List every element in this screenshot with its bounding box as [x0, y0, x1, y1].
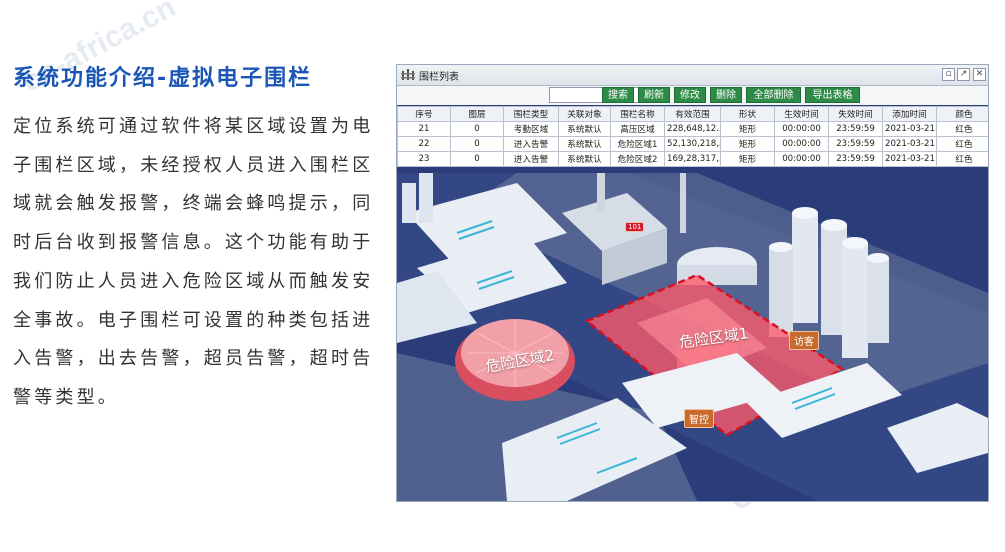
table-cell: 23:59:59	[828, 121, 883, 137]
delete-all-button[interactable]: 全部删除	[746, 87, 801, 103]
table-cell: 0	[450, 136, 504, 152]
section-heading: 系统功能介绍-虚拟电子围栏	[13, 66, 313, 91]
col-header[interactable]: 形状	[720, 106, 775, 122]
table-cell: 228,648,12...	[664, 121, 721, 137]
table-cell: 系统默认	[558, 121, 611, 137]
table-cell: 进入告警	[503, 136, 559, 152]
table-cell: 红色	[936, 121, 988, 137]
table-cell: 00:00:00	[774, 136, 829, 152]
factory-3d-scene[interactable]	[397, 173, 988, 501]
table-cell: 21	[397, 121, 451, 137]
col-header[interactable]: 序号	[397, 106, 451, 122]
col-header[interactable]: 围栏类型	[503, 106, 559, 122]
edit-button[interactable]: 修改	[674, 87, 706, 103]
table-cell: 红色	[936, 136, 988, 152]
table-cell: 0	[450, 121, 504, 137]
col-header[interactable]: 失效时间	[828, 106, 883, 122]
window-title: 围栏列表	[419, 72, 459, 83]
silo-group	[769, 207, 889, 358]
refresh-button[interactable]: 刷新	[638, 87, 670, 103]
fence-table: 序号 图层 围栏类型 关联对象 围栏名称 有效范围 形状 生效时间 失效时间 添…	[397, 106, 988, 167]
col-header[interactable]: 添加时间	[882, 106, 937, 122]
table-cell: 红色	[936, 151, 988, 167]
col-header[interactable]: 有效范围	[664, 106, 721, 122]
plant-building	[562, 193, 667, 251]
fence-icon	[401, 69, 415, 80]
visitor-tag[interactable]: 访客	[789, 331, 819, 350]
section-description: 定位系统可通过软件将某区域设置为电子围栏区域，未经授权人员进入围栏区域就会触发报…	[13, 116, 374, 408]
table-header-row: 序号 图层 围栏类型 关联对象 围栏名称 有效范围 形状 生效时间 失效时间 添…	[397, 106, 988, 122]
export-button[interactable]: 导出表格	[805, 87, 860, 103]
table-row[interactable]: 23 0 进入告警 系统默认 危险区域2 169,28,317,... 矩形 0…	[397, 151, 988, 167]
delete-button[interactable]: 删除	[710, 87, 742, 103]
warehouse	[747, 363, 902, 438]
search-button[interactable]: 搜索	[602, 87, 634, 103]
fence-panel: 围栏列表 ▫ ↗ ✕ 搜索 刷新 修改 删除 全部删除 导出表格 序号 图层 围…	[396, 64, 989, 502]
col-header[interactable]: 生效时间	[774, 106, 829, 122]
window-header: 围栏列表 ▫ ↗ ✕	[397, 65, 988, 86]
table-cell: 23:59:59	[828, 151, 883, 167]
table-cell: 00:00:00	[774, 121, 829, 137]
warehouse	[417, 235, 567, 313]
col-header[interactable]: 关联对象	[558, 106, 611, 122]
table-cell: 0	[450, 151, 504, 167]
table-cell: 进入告警	[503, 151, 559, 167]
silo	[402, 183, 416, 223]
table-cell: 22	[397, 136, 451, 152]
table-cell: 23	[397, 151, 451, 167]
restore-icon[interactable]: ▫	[942, 68, 955, 81]
table-cell: 矩形	[720, 151, 775, 167]
table-cell: 危险区域2	[610, 151, 665, 167]
worker-tag[interactable]: 智控	[684, 409, 714, 428]
table-cell: 矩形	[720, 136, 775, 152]
table-cell: 考勤区域	[503, 121, 559, 137]
col-header[interactable]: 围栏名称	[610, 106, 665, 122]
silo	[419, 173, 433, 223]
table-cell: 23:59:59	[828, 136, 883, 152]
warehouse	[622, 353, 782, 428]
warehouse	[887, 403, 988, 473]
close-icon[interactable]: ✕	[973, 68, 986, 81]
warehouse	[502, 398, 687, 501]
table-cell: 高压区域	[610, 121, 665, 137]
col-header[interactable]: 颜色	[936, 106, 988, 122]
warehouse	[407, 183, 567, 268]
search-input[interactable]	[549, 87, 651, 103]
table-cell: 169,28,317,...	[664, 151, 721, 167]
table-row[interactable]: 22 0 进入告警 系统默认 危险区域1 52,130,218,... 矩形 0…	[397, 136, 988, 152]
popout-icon[interactable]: ↗	[957, 68, 970, 81]
warehouse	[397, 271, 477, 343]
col-header[interactable]: 图层	[450, 106, 504, 122]
table-cell: 52,130,218,...	[664, 136, 721, 152]
table-row[interactable]: 21 0 考勤区域 系统默认 高压区域 228,648,12... 矩形 00:…	[397, 121, 988, 137]
toolbar: 搜索 刷新 修改 删除 全部删除 导出表格	[397, 86, 988, 105]
table-cell: 危险区域1	[610, 136, 665, 152]
table-cell: 系统默认	[558, 136, 611, 152]
marker-tag[interactable]: 101	[625, 222, 645, 232]
table-cell: 2021-03-21...	[882, 136, 937, 152]
table-cell: 矩形	[720, 121, 775, 137]
table-cell: 2021-03-21...	[882, 151, 937, 167]
table-cell: 系统默认	[558, 151, 611, 167]
table-cell: 2021-03-21...	[882, 121, 937, 137]
table-cell: 00:00:00	[774, 151, 829, 167]
